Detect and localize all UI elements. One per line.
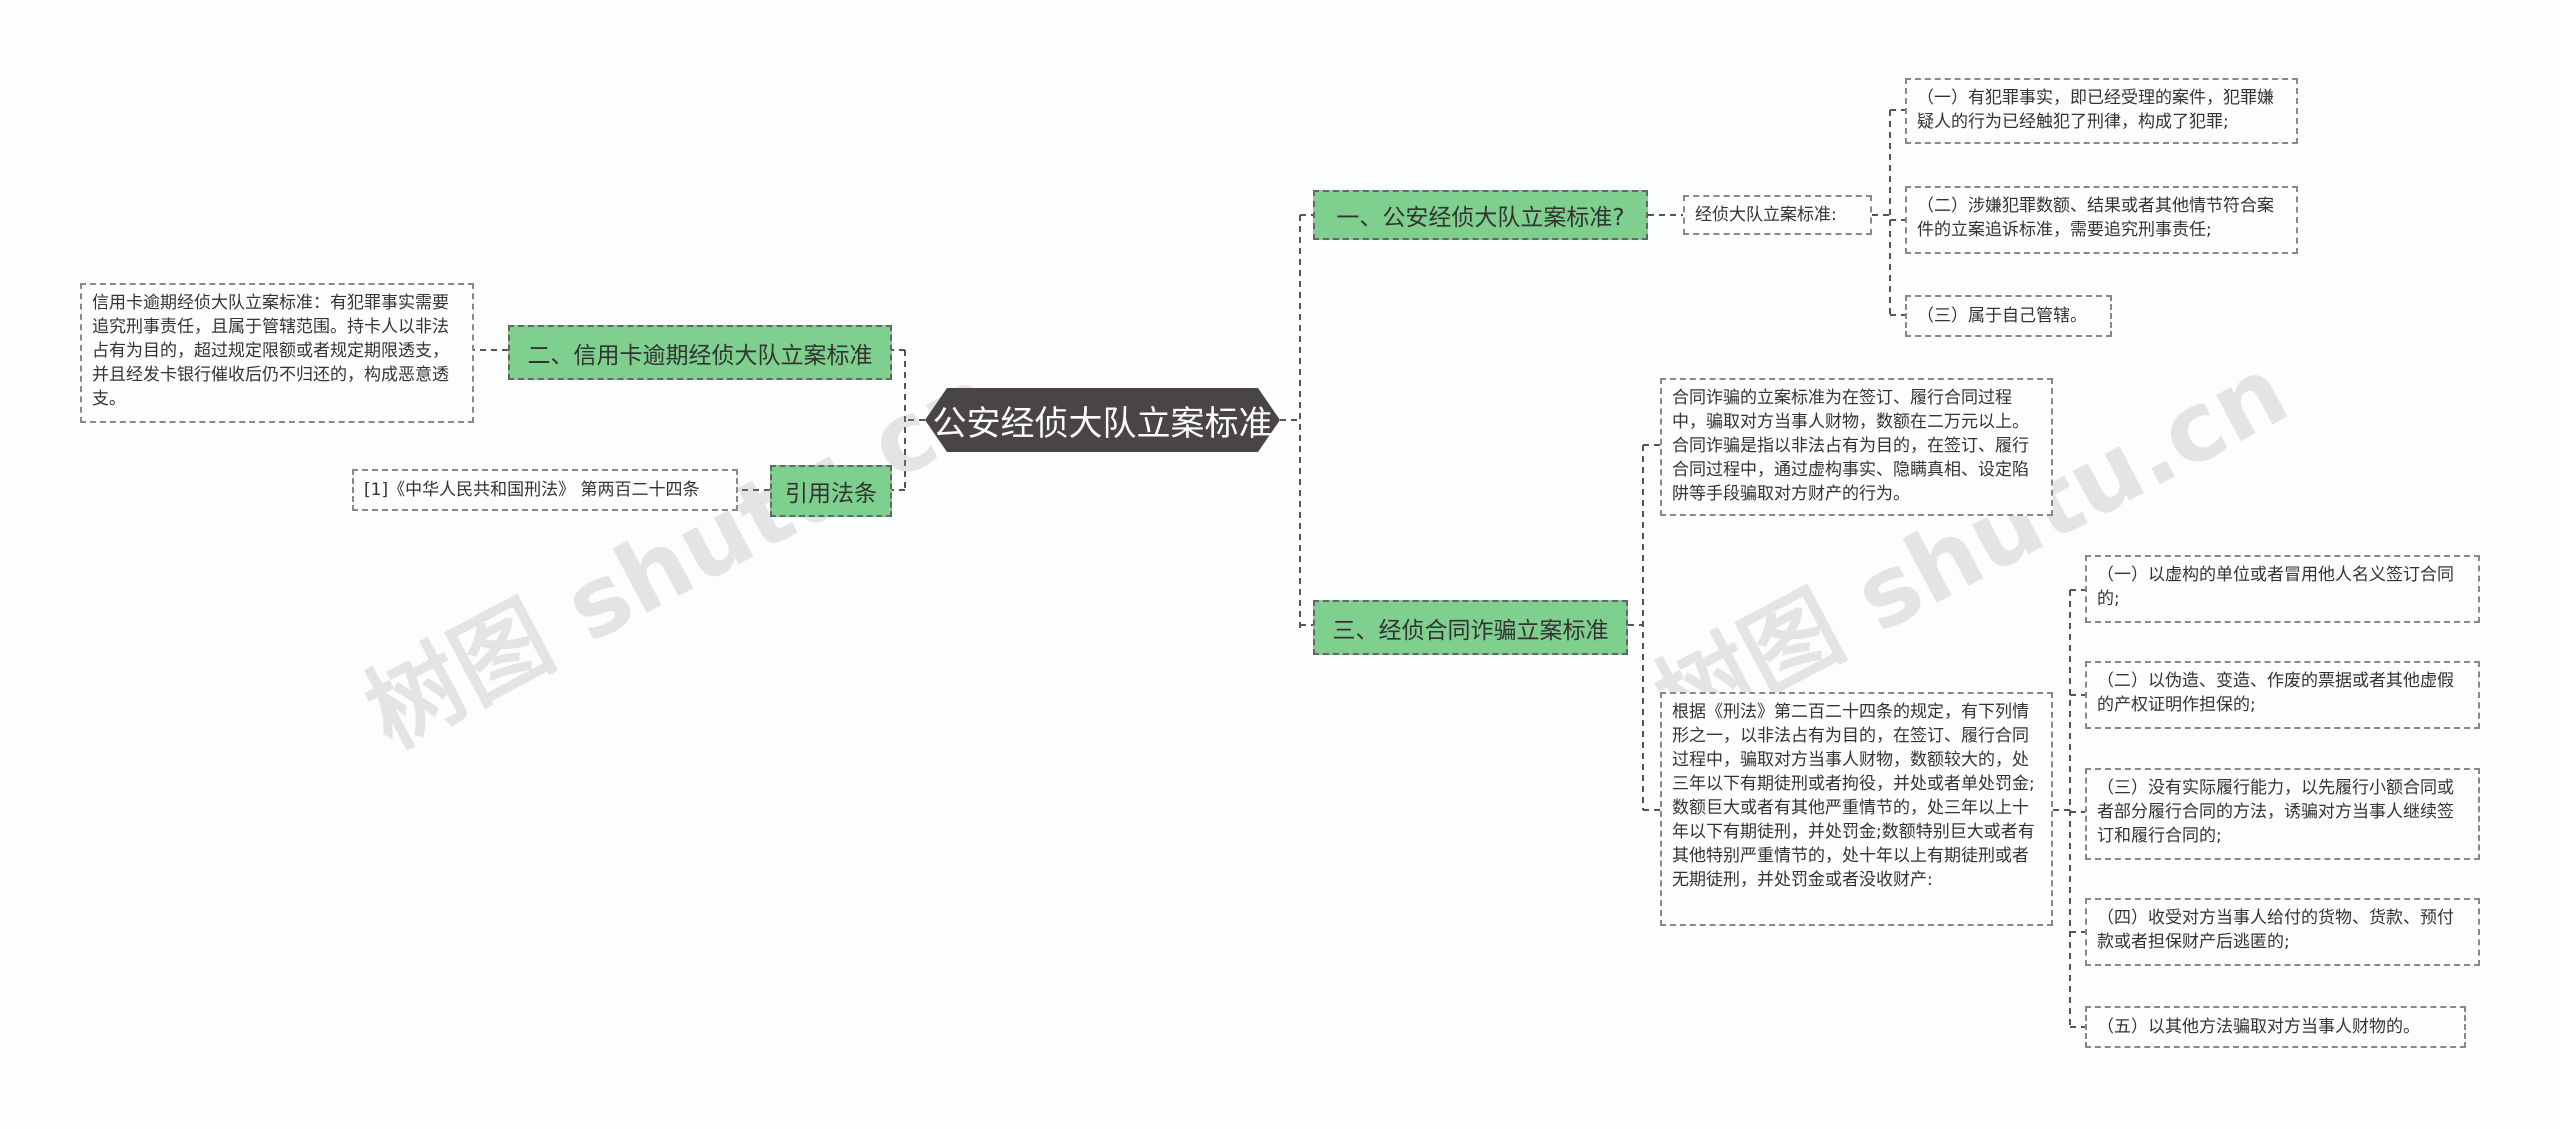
leaf-standard-item-2[interactable]: （二）涉嫌犯罪数额、结果或者其他情节符合案件的立案追诉标准，需要追究刑事责任; bbox=[1905, 186, 2298, 254]
branch-contract-fraud[interactable]: 三、经侦合同诈骗立案标准 bbox=[1313, 600, 1628, 655]
leaf-standard-item-1[interactable]: （一）有犯罪事实，即已经受理的案件，犯罪嫌疑人的行为已经触犯了刑律，构成了犯罪; bbox=[1905, 78, 2298, 144]
leaf-fraud-item-5[interactable]: （五）以其他方法骗取对方当事人财物的。 bbox=[2085, 1006, 2466, 1048]
leaf-text: 经侦大队立案标准: bbox=[1695, 205, 1837, 225]
connector-law-items bbox=[2053, 589, 2085, 1030]
leaf-fraud-item-1[interactable]: （一）以虚构的单位或者冒用他人名义签订合同的; bbox=[2085, 555, 2480, 623]
leaf-fraud-item-4[interactable]: （四）收受对方当事人给付的货物、货款、预付款或者担保财产后逃匿的; bbox=[2085, 898, 2480, 966]
branch-cited-law[interactable]: 引用法条 bbox=[770, 465, 892, 517]
leaf-fraud-item-3[interactable]: （三）没有实际履行能力，以先履行小额合同或者部分履行合同的方法，诱骗对方当事人继… bbox=[2085, 768, 2480, 860]
branch-credit-card[interactable]: 二、信用卡逾期经侦大队立案标准 bbox=[508, 325, 892, 380]
leaf-text: （四）收受对方当事人给付的货物、货款、预付款或者担保财产后逃匿的; bbox=[2097, 908, 2454, 952]
leaf-text: 信用卡逾期经侦大队立案标准：有犯罪事实需要追究刑事责任，且属于管辖范围。持卡人以… bbox=[92, 293, 449, 409]
leaf-text: 合同诈骗的立案标准为在签订、履行合同过程中，骗取对方当事人财物，数额在二万元以上… bbox=[1672, 388, 2029, 504]
branch-label: 二、信用卡逾期经侦大队立案标准 bbox=[527, 342, 873, 369]
leaf-text: （二）涉嫌犯罪数额、结果或者其他情节符合案件的立案追诉标准，需要追究刑事责任; bbox=[1917, 196, 2274, 240]
connector-root-right bbox=[1280, 214, 1313, 630]
leaf-text: （二）以伪造、变造、作废的票据或者其他虚假的产权证明作担保的; bbox=[2097, 671, 2454, 715]
leaf-credit-card-text[interactable]: 信用卡逾期经侦大队立案标准：有犯罪事实需要追究刑事责任，且属于管辖范围。持卡人以… bbox=[80, 283, 474, 423]
leaf-standard-item-3[interactable]: （三）属于自己管辖。 bbox=[1905, 295, 2112, 337]
leaf-contract-fraud-definition[interactable]: 合同诈骗的立案标准为在签订、履行合同过程中，骗取对方当事人财物，数额在二万元以上… bbox=[1660, 378, 2053, 516]
connector-mid-items bbox=[1872, 109, 1905, 316]
leaf-text: （一）以虚构的单位或者冒用他人名义签订合同的; bbox=[2097, 565, 2454, 609]
leaf-text: （三）属于自己管辖。 bbox=[1917, 306, 2087, 326]
branch-label: 引用法条 bbox=[785, 481, 877, 507]
leaf-standard-heading[interactable]: 经侦大队立案标准: bbox=[1683, 195, 1872, 235]
branch-police-standard[interactable]: 一、公安经侦大队立案标准? bbox=[1313, 190, 1648, 240]
leaf-fraud-item-2[interactable]: （二）以伪造、变造、作废的票据或者其他虚假的产权证明作担保的; bbox=[2085, 661, 2480, 729]
leaf-text: [1]《中华人民共和国刑法》 第两百二十四条 bbox=[364, 480, 700, 500]
leaf-contract-fraud-law[interactable]: 根据《刑法》第二百二十四条的规定，有下列情形之一，以非法占有为目的，在签订、履行… bbox=[1660, 692, 2053, 926]
leaf-text: 根据《刑法》第二百二十四条的规定，有下列情形之一，以非法占有为目的，在签订、履行… bbox=[1672, 702, 2035, 890]
leaf-text: （三）没有实际履行能力，以先履行小额合同或者部分履行合同的方法，诱骗对方当事人继… bbox=[2097, 778, 2454, 846]
root-topic-label: 公安经侦大队立案标准 bbox=[932, 403, 1273, 444]
leaf-text: （一）有犯罪事实，即已经受理的案件，犯罪嫌疑人的行为已经触犯了刑律，构成了犯罪; bbox=[1917, 88, 2274, 132]
branch-label: 一、公安经侦大队立案标准? bbox=[1336, 205, 1625, 231]
connector-b3-leaves bbox=[1628, 444, 1660, 811]
branch-label: 三、经侦合同诈骗立案标准 bbox=[1332, 617, 1609, 644]
root-topic[interactable]: 公安经侦大队立案标准 bbox=[925, 388, 1280, 452]
leaf-cited-law-text[interactable]: [1]《中华人民共和国刑法》 第两百二十四条 bbox=[352, 469, 738, 511]
connector-root-left bbox=[892, 349, 925, 491]
leaf-text: （五）以其他方法骗取对方当事人财物的。 bbox=[2097, 1017, 2420, 1037]
